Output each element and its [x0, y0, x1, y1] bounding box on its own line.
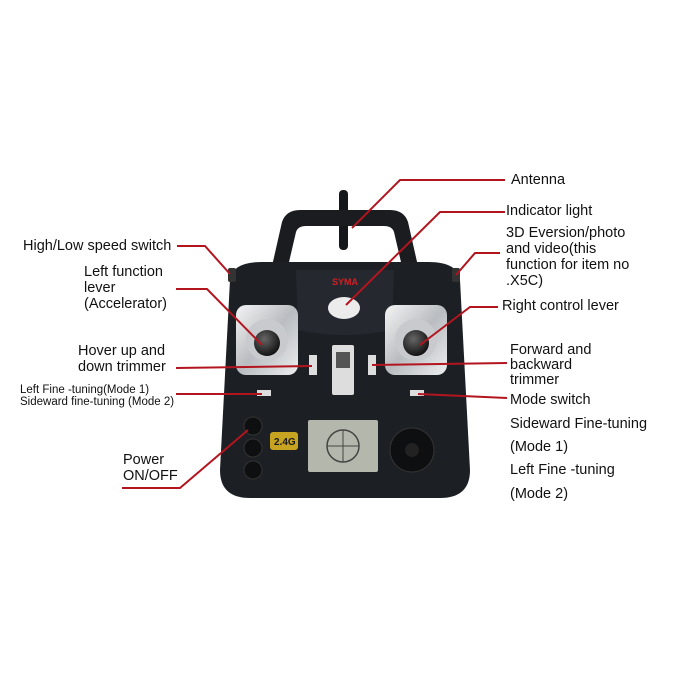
right-control-lever[interactable]: [385, 305, 447, 375]
label-left-fine: Left Fine -tuning: [510, 462, 615, 478]
syma-logo: SYMA: [332, 277, 359, 287]
label-mode-switch: Mode switch: [510, 392, 591, 408]
label-eversion: 3D Eversion/photo and video(this functio…: [506, 225, 630, 289]
label-left-lever: Left function lever (Accelerator): [84, 264, 167, 312]
label-speed-switch: High/Low speed switch: [23, 238, 172, 254]
label-indicator-light: Indicator light: [506, 203, 593, 219]
callout-lines: [122, 179, 508, 489]
side-button[interactable]: [243, 438, 263, 458]
lcd-badge-text: 2.4G: [274, 437, 296, 448]
lcd-badge: [270, 432, 298, 450]
label-power: Power ON/OFF: [123, 452, 178, 484]
hover-trimmer[interactable]: [309, 355, 317, 375]
label-hover-trimmer: Hover up and down trimmer: [78, 343, 166, 375]
label-antenna: Antenna: [511, 172, 566, 188]
indicator-light: [328, 297, 360, 319]
side-button[interactable]: [243, 416, 263, 436]
label-left-fine-tuning: Left Fine -tuning(Mode 1) Sideward fine-…: [20, 384, 175, 408]
lcd-screen: [308, 420, 378, 472]
label-forward-backward: Forward and backward trimmer: [510, 342, 592, 388]
label-sideward-mode1: Sideward Fine-tuning: [510, 416, 648, 432]
label-mode2: (Mode 2): [510, 486, 569, 502]
mode-switch[interactable]: [410, 390, 424, 396]
label-mode1: (Mode 1): [510, 439, 569, 455]
left-control-lever[interactable]: [236, 305, 298, 375]
power-switch[interactable]: [332, 345, 354, 395]
side-button[interactable]: [243, 460, 263, 480]
left-fine-trimmer[interactable]: [257, 390, 271, 396]
dpad[interactable]: [389, 427, 435, 473]
label-right-lever: Right control lever: [502, 298, 619, 314]
speed-switch[interactable]: [228, 268, 236, 282]
